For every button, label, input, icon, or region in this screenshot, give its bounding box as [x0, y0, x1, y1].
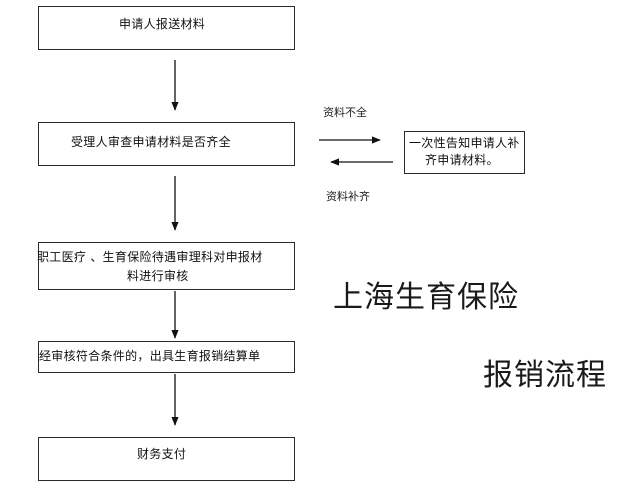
step-submit-materials-label: 申请人报送材料	[119, 17, 206, 31]
step-audit-line1: 职工医疗 、生育保险待遇审理科对申报材	[37, 250, 263, 264]
step-audit-line2: 料进行审核	[127, 269, 189, 283]
supplemented-materials-label: 资料补齐	[326, 190, 370, 203]
notify-applicant-line2: 齐申请材料。	[425, 153, 499, 167]
step-issue-settlement: 经审核符合条件的，出具生育报销结算单	[38, 341, 295, 373]
step-review-completeness-label: 受理人审查申请材料是否齐全	[71, 135, 231, 149]
step-finance-payment-label: 财务支付	[137, 447, 187, 461]
incomplete-materials-label: 资料不全	[323, 106, 367, 119]
title-line2: 报销流程	[483, 358, 607, 393]
step-review-completeness: 受理人审查申请材料是否齐全	[38, 122, 295, 166]
notify-applicant-line1: 一次性告知申请人补	[409, 136, 520, 150]
title-line1: 上海生育保险	[333, 280, 519, 315]
step-audit-by-department: 职工医疗 、生育保险待遇审理科对申报材 料进行审核	[37, 242, 295, 290]
step-submit-materials: 申请人报送材料	[38, 6, 295, 50]
notify-applicant-box: 一次性告知申请人补 齐申请材料。	[404, 131, 525, 174]
step-finance-payment: 财务支付	[38, 437, 295, 481]
step-issue-settlement-label: 经审核符合条件的，出具生育报销结算单	[39, 349, 261, 363]
